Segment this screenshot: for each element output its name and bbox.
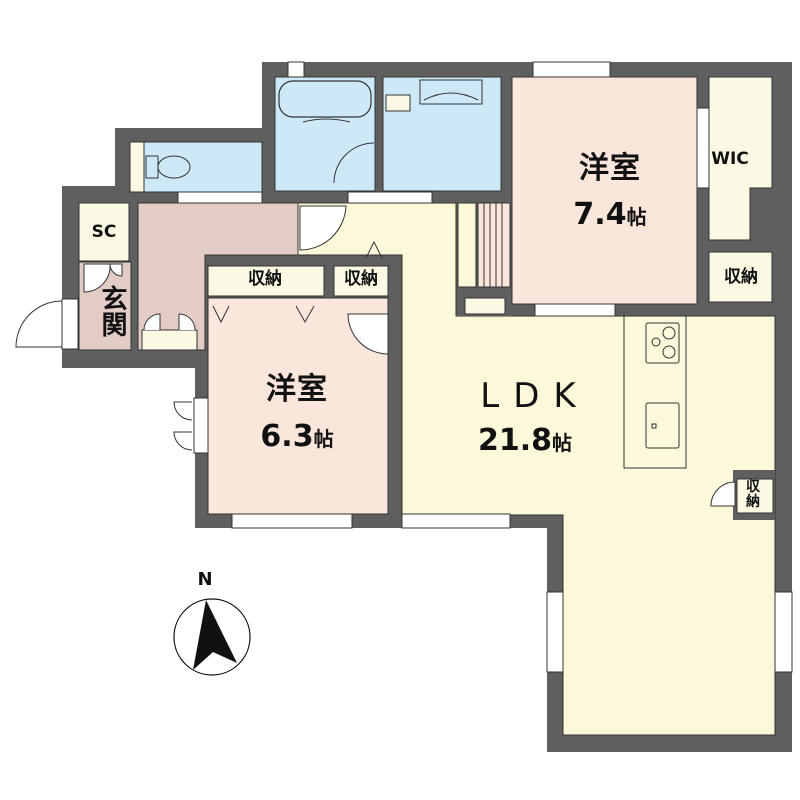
storage-hall (333, 265, 389, 297)
compass-icon (173, 598, 251, 676)
storage-bedroom1 (708, 251, 773, 303)
windows (177, 61, 793, 673)
storage-bedroom1-label: 収納 (724, 267, 758, 287)
bedroom2-size: 6.3帖 (260, 419, 334, 454)
shoe-closet (78, 202, 130, 262)
bedroom2-name: 洋室 (266, 372, 328, 407)
wic-label: WIC (711, 149, 749, 169)
bathtub-icon (278, 80, 372, 118)
bedroom1-size: 7.4帖 (573, 197, 647, 232)
sink-icon (645, 402, 680, 449)
entrance-label: 玄関 (97, 285, 127, 337)
storage-hall-label: 収納 (344, 269, 378, 289)
kitchen-counter (623, 315, 687, 469)
entrance-door (15, 300, 63, 348)
storage-bedroom2 (207, 265, 325, 297)
ldk-size: 21.8帖 (477, 423, 573, 458)
bedroom1-name: 洋室 (579, 151, 641, 186)
sink-icon (419, 79, 483, 105)
ldk-name: LDK (480, 376, 590, 416)
walk-in-closet (708, 76, 773, 241)
toilet-icon (145, 155, 191, 179)
stove-icon (645, 322, 680, 364)
toilet-room (129, 141, 263, 193)
storage-bedroom2-label: 収納 (248, 269, 282, 289)
bedroom-7-4 (511, 76, 698, 305)
storage-ldk-label: 収納 (746, 479, 760, 510)
sc-label: SC (91, 222, 117, 242)
compass-north-label: N (197, 569, 213, 590)
bathroom (274, 76, 376, 192)
storage-ldk (736, 478, 774, 514)
